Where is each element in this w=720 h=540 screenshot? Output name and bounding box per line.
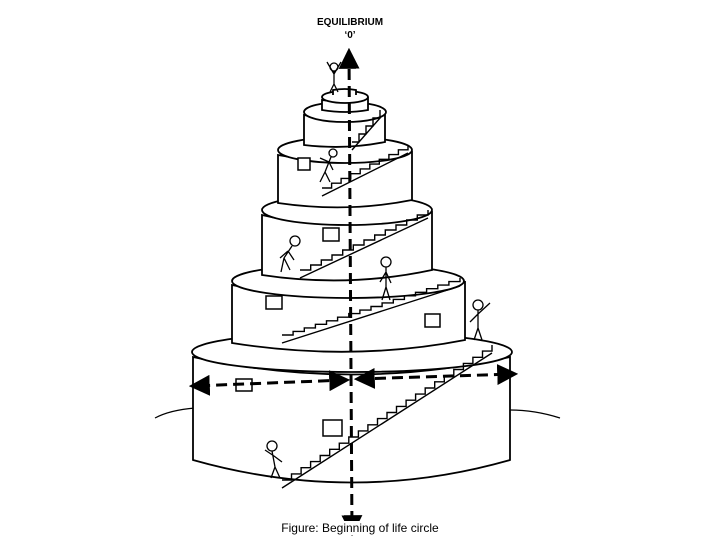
figure-caption-text: Figure: Beginning of life circle [280,521,440,535]
window [297,157,311,171]
left-arrow [188,370,351,396]
figure-right [469,299,491,341]
equilibrium-axis [338,47,363,537]
window [424,313,441,328]
right-arrow [353,364,519,389]
diagram-title: EQUILIBRIUM [316,17,384,28]
figure-tier-3 [279,235,301,273]
staircase-tier-2 [281,278,461,344]
ground-line [154,407,561,419]
window [265,295,283,310]
figure-caption: Figure: Beginning of life circle [0,520,720,536]
figure-tier-2 [379,256,392,301]
staircase-tier-3 [299,210,429,279]
diagram-subtitle: ‘0’ [344,30,356,41]
window [322,227,340,242]
figure-tier-4 [319,148,338,183]
window [322,419,343,437]
tower-tier-1 [191,331,513,484]
figure-top [326,61,342,93]
stick-figures [264,61,491,479]
tower-tier-6 [321,88,369,113]
figure-bottom [264,440,283,479]
